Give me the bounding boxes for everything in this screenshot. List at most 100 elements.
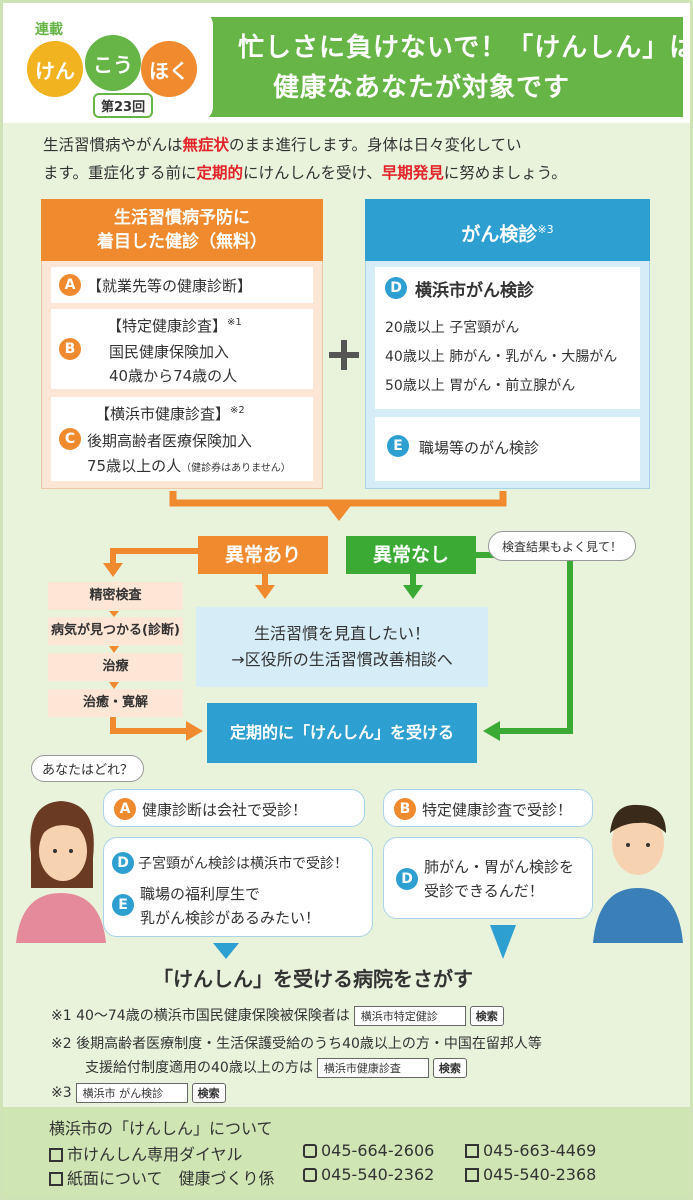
badge-a: A (59, 274, 81, 296)
man-d-line1: 肺がん・胃がん検診を (424, 858, 575, 876)
lifestyle-line1: 生活習慣を見直したい！ (253, 624, 430, 643)
branch-line (110, 548, 203, 565)
footnote-2-text: 支援給付制度適用の40歳以上の方は (85, 1060, 313, 1076)
badge-d: D (396, 868, 418, 890)
card-d-title: 横浜市がん検診 (415, 281, 534, 301)
step-recovery: 治癒・寛解 (48, 689, 183, 717)
woman-d-text: 子宮頸がん検診は横浜市で受診！ (138, 856, 348, 872)
search-box-gan[interactable]: 横浜市 がん検診 (75, 1083, 188, 1103)
down-arrow (403, 585, 423, 599)
badge-e: E (387, 435, 409, 457)
woman-a-text: 健康診断は会社で受診！ (142, 801, 308, 819)
card-d-line3: 50歳以上 胃がん・前立腺がん (385, 378, 576, 394)
regular-checkup-box: 定期的に「けんしん」を受ける (207, 703, 477, 763)
card-c-line1: 後期高齢者医療保険加入 (87, 432, 253, 450)
woman-e-line2: 乳がん検診があるみたい！ (140, 909, 321, 927)
abnormal-label: 異常あり (198, 536, 328, 574)
lifestyle-checkup-heading: 生活習慣病予防に 着目した健診（無料） (41, 199, 323, 261)
badge-b: B (59, 338, 81, 360)
woman-e-line1: 職場の福利厚生で (140, 885, 261, 903)
card-e-text: 職場等のがん検診 (419, 439, 540, 457)
card-a-text: 【就業先等の健康診断】 (87, 277, 253, 295)
logo-part-2: こう (85, 35, 141, 91)
branch-line (110, 713, 188, 734)
footer-row2-label: 紙面について 健康づくり係 (49, 1165, 275, 1189)
footer-row1-tel: 045-664-2606 (303, 1141, 434, 1160)
card-d-line2: 40歳以上 肺がん・乳がん・大腸がん (385, 349, 618, 365)
phone-icon (303, 1168, 317, 1182)
search-button[interactable]: 検索 (432, 1058, 467, 1078)
footer-row1-label-text: 市けんしん専用ダイヤル (67, 1145, 243, 1164)
footer-row2-tel: 045-540-2362 (303, 1165, 434, 1184)
checkup-card-a: A 【就業先等の健康診断】 (51, 267, 313, 303)
checkup-card-c: C 【横浜市健康診査】※2 後期高齢者医療保険加入 75歳以上の人（健診券はあり… (51, 397, 313, 481)
lifestyle-consultation: 生活習慣を見直したい！ →区役所の生活習慣改善相談へ (196, 607, 488, 687)
plus-icon (341, 340, 347, 370)
intro-text-part: 生活習慣病やがんは (43, 136, 183, 154)
merge-line (169, 491, 507, 507)
normal-label: 異常なし (346, 536, 476, 574)
footnote-3-text: ※3 (51, 1085, 72, 1101)
intro-emphasis: 定期的 (196, 164, 243, 182)
cancer-screening-heading: がん検診※3 (365, 199, 650, 261)
intro-text-part: のまま進行します。身体は日々変化してい (229, 136, 522, 154)
footnote-1: ※1 40～74歳の横浜市国民健康保険被保険者は横浜市特定健診検索 (51, 1005, 504, 1026)
footer-title: 横浜市の「けんしん」について (49, 1119, 273, 1138)
intro-text-part: に努めましょう。 (443, 164, 567, 182)
footer (3, 1107, 690, 1197)
card-b-line2: 40歳から74歳の人 (109, 367, 238, 385)
series-label: 連載 (35, 22, 63, 38)
lifestyle-line2: →区役所の生活習慣改善相談へ (231, 650, 453, 669)
down-arrow (325, 503, 353, 521)
footer-row2-fax-text: 045-540-2368 (483, 1165, 597, 1184)
man-icon (593, 804, 683, 943)
issue-number: 第23回 (93, 93, 154, 118)
card-d-line1: 20歳以上 子宮頸がん (385, 320, 520, 336)
footnote-2-cont: 支援給付制度適用の40歳以上の方は横浜市健康診査検索 (85, 1057, 467, 1078)
card-c-title: 【横浜市健康診査】※2 (95, 403, 245, 424)
screening-card-d: D 横浜市がん検診 20歳以上 子宮頸がん 40歳以上 肺がん・乳がん・大腸がん… (375, 267, 640, 409)
down-arrow (255, 585, 275, 599)
search-button[interactable]: 検索 (191, 1083, 226, 1103)
checkup-card-b: B 【特定健康診査】※1 国民健康保険加入 40歳から74歳の人 (51, 309, 313, 389)
left-arrow (483, 721, 500, 741)
heading-line: 生活習慣病予防に (114, 208, 250, 228)
search-hospital-title: 「けんしん」を受ける病院をさがす (153, 967, 473, 991)
intro-text: 生活習慣病やがんは無症状のまま進行します。身体は日々変化してい ます。重症化する… (43, 131, 663, 187)
card-c-title-text: 【横浜市健康診査】 (95, 405, 231, 423)
footnote-ref: ※1 (227, 317, 242, 328)
badge-d: D (112, 852, 134, 874)
man-b-text: 特定健康診査で受診！ (422, 801, 573, 819)
intro-text-part: にけんしんを受け、 (242, 164, 382, 182)
fax-icon (465, 1144, 479, 1158)
card-b-title-text: 【特定健康診査】 (107, 317, 228, 335)
search-box-kenkou[interactable]: 横浜市健康診査 (316, 1058, 429, 1078)
woman-bubble-de: D 子宮頸がん検診は横浜市で受診！ E 職場の福利厚生で 乳がん検診があるみたい… (103, 837, 373, 937)
contact-icon (49, 1172, 63, 1186)
woman-icon (16, 801, 106, 943)
speech-bubble: 検査結果もよく見て！ (488, 531, 636, 561)
intro-emphasis: 早期発見 (381, 164, 444, 182)
down-arrow (213, 943, 239, 959)
step-treatment: 治療 (48, 653, 183, 681)
badge-d: D (385, 277, 407, 299)
man-bubble-d: D 肺がん・胃がん検診を 受診できるんだ！ (383, 837, 593, 919)
down-arrow (103, 563, 123, 577)
logo-part-3: ほく (141, 41, 197, 97)
step-diagnosis: 病気が見つかる(診断) (48, 617, 183, 645)
footnote-ref: ※3 (537, 223, 554, 236)
footer-row1-fax-text: 045-663-4469 (483, 1141, 597, 1160)
footnote-1-text: ※1 40～74歳の横浜市国民健康保険被保険者は (51, 1008, 350, 1024)
search-box-tokutei[interactable]: 横浜市特定健診 (353, 1006, 466, 1026)
question-bubble: あなたはどれ？ (31, 755, 145, 782)
card-c-line2: 75歳以上の人（健診券はありません） (87, 455, 291, 476)
card-c-small-note: （健診券はありません） (181, 463, 291, 474)
footnote-2: ※2 後期高齢者医療制度・生活保護受給のうち40歳以上の方・中国在留邦人等 (51, 1036, 542, 1052)
heading-line: 着目した健診（無料） (97, 232, 267, 252)
phone-icon (303, 1144, 317, 1158)
logo-part-1: けん (27, 41, 83, 97)
intro-text-part: ます。重症化する前に (43, 164, 197, 182)
intro-emphasis: 無症状 (182, 136, 230, 154)
search-button[interactable]: 検索 (469, 1006, 504, 1026)
